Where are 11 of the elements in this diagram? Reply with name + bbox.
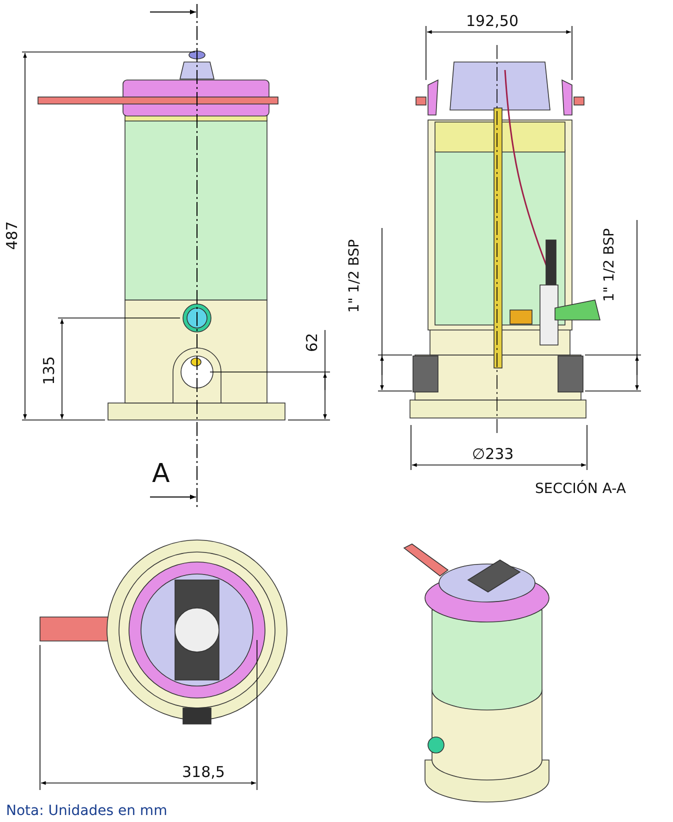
dimension-label: 318,5 [182, 764, 225, 781]
dimension-label: 192,50 [466, 13, 518, 30]
dimension-label: 135 [40, 356, 58, 385]
note-text: Nota: Unidades en mm [6, 803, 168, 819]
dimension-label: 1" 1/2 BSP [346, 239, 363, 313]
dimension-label: 487 [4, 221, 21, 250]
dimension-label: ∅233 [472, 446, 514, 463]
dimension-label: 62 [304, 332, 322, 352]
dimension-label: 1" 1/2 BSP [602, 228, 618, 302]
section-title: SECCIÓN A-A [535, 481, 626, 497]
section-letter: A [152, 460, 170, 488]
